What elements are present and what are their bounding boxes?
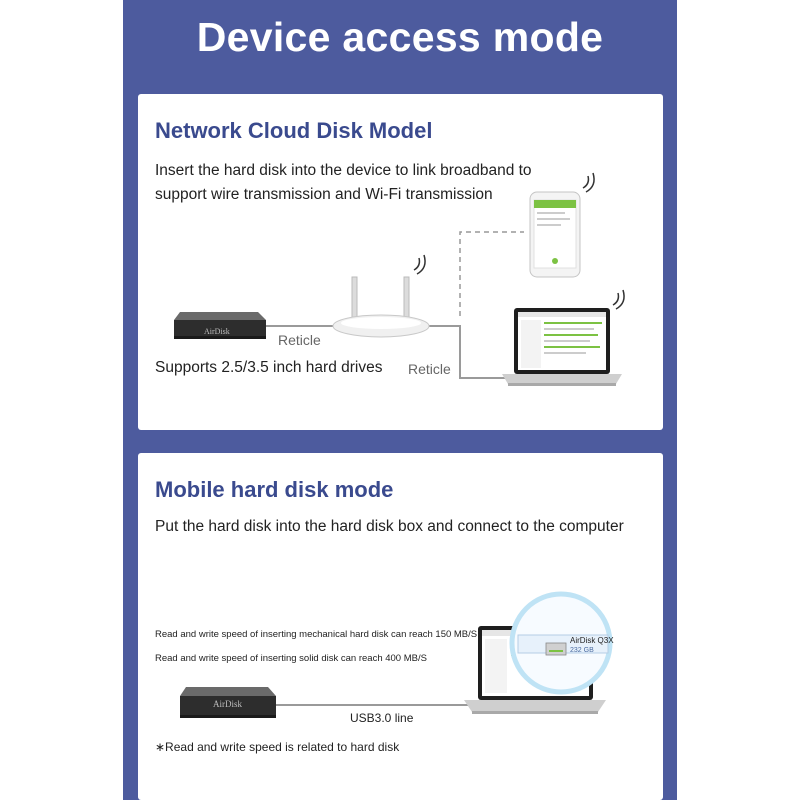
network-description-line1: Insert the hard disk into the device to …	[155, 162, 532, 179]
speed-mechanical-note: Read and write speed of inserting mechan…	[155, 629, 478, 640]
ethernet-cable-laptop	[428, 325, 510, 379]
mobile-hard-disk-card: Mobile hard disk mode Put the hard disk …	[138, 453, 663, 800]
laptop-device	[502, 308, 622, 386]
wifi-dashed-link	[459, 231, 524, 316]
network-description-line2: support wire transmission and Wi-Fi tran…	[155, 186, 493, 203]
hard-drive-icon	[545, 642, 567, 656]
drives-support-note: Supports 2.5/3.5 inch hard drives	[155, 359, 383, 376]
network-diagram	[174, 172, 625, 386]
router-wifi-icon	[413, 254, 426, 275]
usb-connection-diagram	[180, 591, 613, 718]
airdisk-device	[180, 687, 276, 718]
cable-label-router-laptop: Reticle	[408, 361, 451, 377]
usb-cable-label: USB3.0 line	[350, 711, 414, 725]
router-device	[332, 276, 430, 338]
smartphone-device	[529, 191, 581, 278]
airdisk-device	[174, 312, 266, 339]
mobile-description: Put the hard disk into the hard disk box…	[155, 518, 624, 535]
mobile-section-heading: Mobile hard disk mode	[155, 477, 394, 502]
airdisk-logo: AirDisk	[204, 327, 230, 336]
speed-solid-note: Read and write speed of inserting solid …	[155, 653, 427, 664]
network-section-heading: Network Cloud Disk Model	[155, 118, 433, 143]
network-cloud-disk-card: Network Cloud Disk Model Insert the hard…	[138, 94, 663, 430]
page-title: Device access mode	[196, 14, 604, 60]
speed-footnote: ∗Read and write speed is related to hard…	[155, 740, 400, 754]
zoom-drive-size: 232 GB	[570, 647, 594, 654]
airdisk-logo: AirDisk	[213, 699, 242, 709]
zoom-drive-name: AirDisk Q3X	[570, 636, 614, 645]
laptop-wifi-icon	[612, 289, 625, 310]
zoom-callout	[509, 591, 613, 695]
phone-wifi-icon	[582, 172, 595, 193]
cable-label-airdisk-router: Reticle	[278, 332, 321, 348]
